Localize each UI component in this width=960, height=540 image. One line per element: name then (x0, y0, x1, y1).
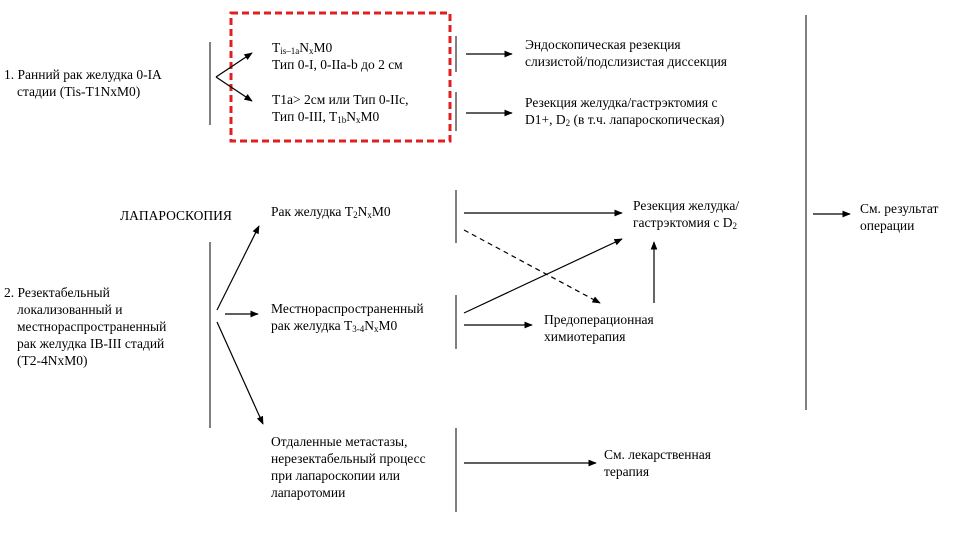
arrow-stage2-metastases (216, 321, 264, 425)
arrow-stage1-early-a (215, 52, 253, 78)
outcome-resection-d2: Резекция желудка/ гастрэктомия с D2 (633, 198, 740, 231)
stage1-label: 1. Ранний рак желудка 0-IA стадии (Tis-T… (4, 67, 162, 99)
node-t2: Рак желудка T2NxM0 (271, 204, 391, 220)
outcome-preop-chemo: Предоперационная химиотерапия (544, 312, 654, 344)
stage2-label: 2. Резектабельный локализованный и местн… (4, 285, 167, 368)
outcome-resection-early: Резекция желудка/гастрэктомия с D1+, D2 … (525, 95, 725, 128)
node-metastases: Отдаленные метастазы, нерезектабельный п… (271, 434, 426, 500)
arrow-stage1-early-b (215, 76, 253, 102)
highlight-box (229, 11, 452, 143)
node-early-tis: Tis–1aNxM0 Тип 0-I, 0-IIa-b до 2 см (272, 40, 403, 72)
outcome-drug-therapy: См. лекарственная терапия (604, 447, 711, 479)
laparoscopy-label: ЛАПАРОСКОПИЯ (120, 208, 232, 223)
arrow-stage2-t2 (216, 225, 260, 311)
outcome-see-result: См. результат операции (860, 201, 939, 233)
outcome-endoscopic: Эндоскопическая резекция слизистой/подсл… (525, 37, 727, 69)
node-early-t1: T1a> 2см или Тип 0-IIc, Тип 0-III, T1bNx… (272, 92, 409, 125)
arrow-t2-chemo-dashed (463, 229, 601, 304)
arrow-locally-advanced-resection (463, 238, 623, 314)
node-locally-advanced: Местнораспространенный рак желудка T3-4N… (271, 301, 424, 334)
